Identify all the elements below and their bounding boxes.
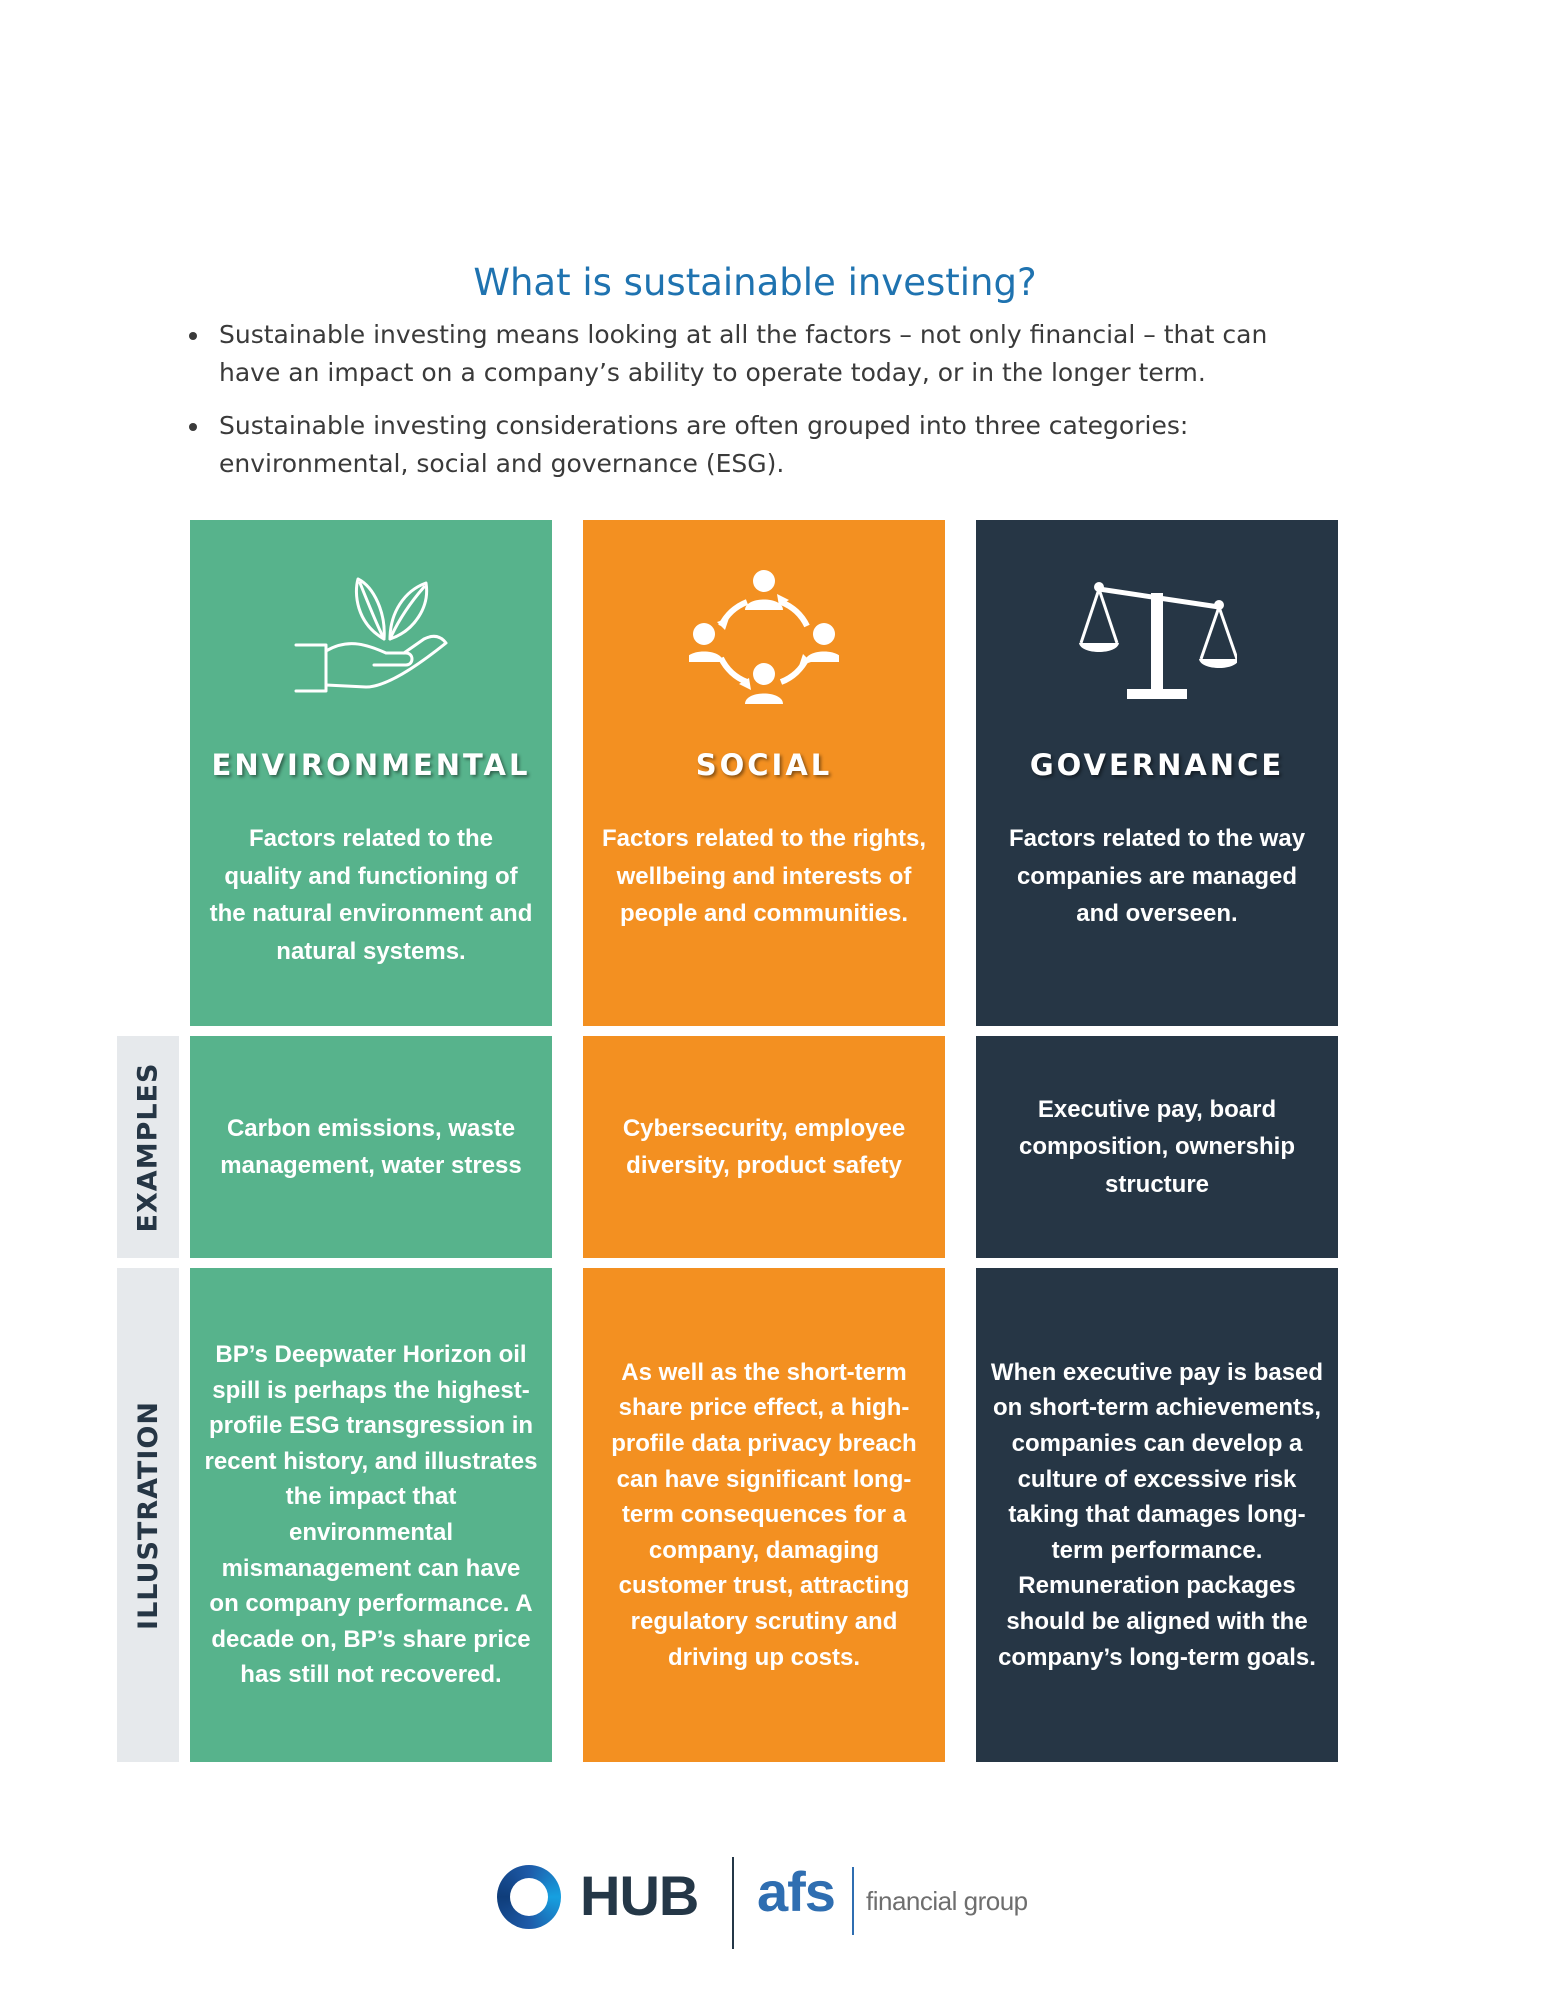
governance-illustration: When executive pay is based on short-ter… [976,1268,1338,1762]
category-title: ENVIRONMENTAL [211,748,531,782]
balance-scale-icon [1079,582,1237,699]
bullet-item: Sustainable investing means looking at a… [183,316,1333,392]
hub-logo-text: HUB [580,1864,699,1927]
footer-logos: HUB afs financial group [0,1855,1545,1949]
governance-examples: Executive pay, board composition, owners… [976,1036,1338,1258]
governance-card: GOVERNANCE Factors related to the way co… [976,520,1338,1026]
examples-text: Cybersecurity, employee diversity, produ… [622,1114,906,1180]
category-title: SOCIAL [695,748,833,782]
hub-logo-icon [497,1865,561,1929]
logo-divider [732,1857,734,1949]
illustration-text: When executive pay is based on short-ter… [990,1358,1324,1671]
illustration-text: As well as the short-term share price ef… [611,1358,917,1671]
category-description: Factors related to the rights, wellbeing… [601,825,927,927]
social-illustration: As well as the short-term share price ef… [583,1268,945,1762]
leaf-in-hand-icon [294,577,448,693]
afs-logo-text: afs [757,1860,836,1923]
examples-text: Executive pay, board composition, owners… [1018,1095,1295,1198]
bullet-item: Sustainable investing considerations are… [183,407,1333,483]
examples-text: Carbon emissions, waste management, wate… [220,1114,522,1180]
illustration-row-label: ILLUSTRATION [117,1268,179,1762]
logo-divider [852,1867,854,1935]
financial-group-text: financial group [866,1886,1028,1916]
page-title: What is sustainable investing? [473,260,1037,304]
environmental-card: ENVIRONMENTAL Factors related to the qua… [190,520,552,1026]
social-examples: Cybersecurity, employee diversity, produ… [583,1036,945,1258]
category-title: GOVERNANCE [1029,748,1285,782]
category-description: Factors related to the quality and funct… [209,825,533,965]
illustration-text: BP’s Deepwater Horizon oil spill is perh… [204,1341,538,1689]
environmental-illustration: BP’s Deepwater Horizon oil spill is perh… [190,1268,552,1762]
intro-bullets: Sustainable investing means looking at a… [183,316,1333,498]
people-circle-icon [689,570,839,704]
examples-row-label: EXAMPLES [117,1036,179,1258]
category-description: Factors related to the way companies are… [1008,825,1306,927]
social-card: SOCIAL Factors related to the rights, we… [583,520,945,1026]
environmental-examples: Carbon emissions, waste management, wate… [190,1036,552,1258]
